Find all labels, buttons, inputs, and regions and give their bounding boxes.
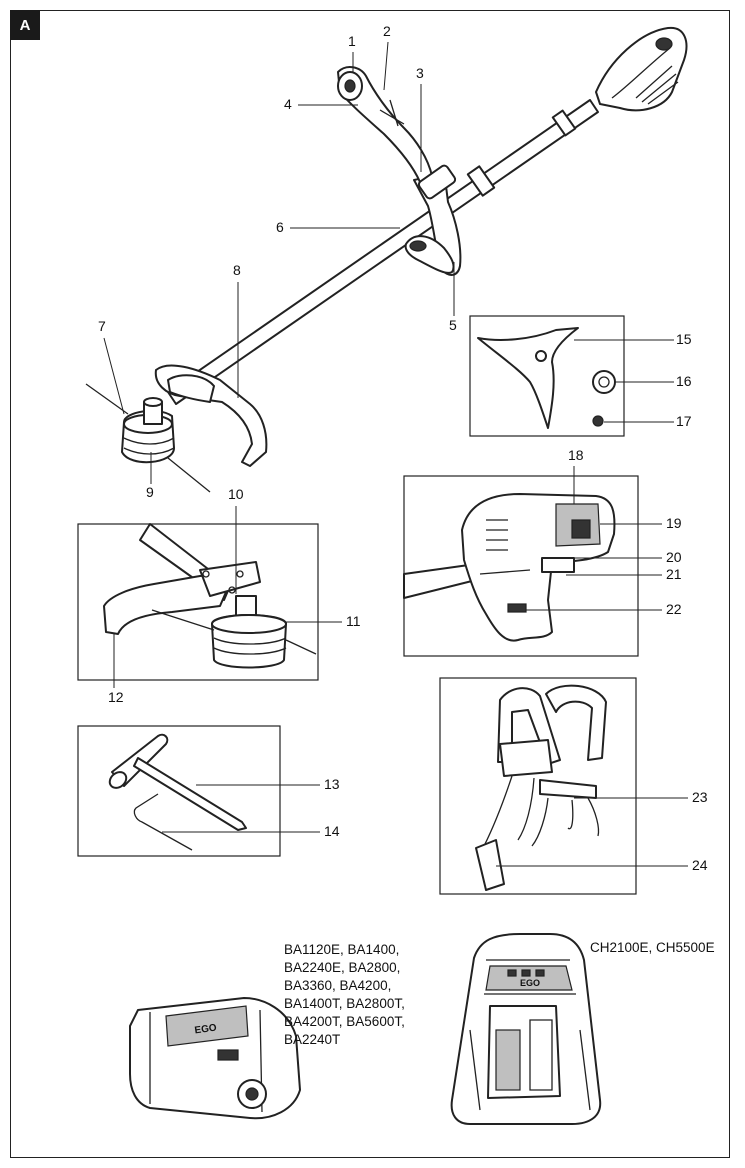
blade-accessories: 15 16 17 xyxy=(477,327,692,429)
guard-detail: 10 11 12 xyxy=(103,486,361,705)
callout-1: 1 xyxy=(348,33,356,49)
figure-frame xyxy=(10,10,730,1158)
battery-illustration: EGO xyxy=(129,997,301,1120)
shaft-ring xyxy=(551,109,577,137)
switch-block xyxy=(541,557,575,573)
battery-model-list: BA1120E, BA1400, BA2240E, BA2800, BA3360… xyxy=(284,942,405,1047)
blade-accessory-box xyxy=(469,315,625,437)
shoulder-harness: 23 24 xyxy=(475,684,708,891)
harness-hook-plate xyxy=(539,779,597,799)
detail-clamp xyxy=(199,561,261,597)
callout-6: 6 xyxy=(276,219,284,235)
callout-2: 2 xyxy=(383,23,391,39)
fuel-gauge xyxy=(217,1049,239,1061)
callout-13: 13 xyxy=(324,776,340,792)
power-head-detail: 18 19 20 21 22 xyxy=(403,447,682,642)
callout-18: 18 xyxy=(568,447,584,463)
handle-clamp xyxy=(417,164,457,200)
callout-24: 24 xyxy=(692,857,708,873)
power-head xyxy=(595,26,688,112)
callout-22: 22 xyxy=(666,601,682,617)
hex-key xyxy=(133,793,193,851)
callout-19: 19 xyxy=(666,515,682,531)
tools: 13 14 xyxy=(108,733,340,851)
callout-23: 23 xyxy=(692,789,708,805)
blade-nut xyxy=(592,370,616,394)
three-tooth-blade xyxy=(477,327,579,429)
charger-brand-mark: EGO xyxy=(520,978,540,988)
blade-washer xyxy=(592,415,604,427)
callout-21: 21 xyxy=(666,566,682,582)
charger-contacts xyxy=(495,1029,521,1091)
power-head-detail-box xyxy=(403,475,639,657)
svg-text:BA1400T, BA2800T,: BA1400T, BA2800T, xyxy=(284,996,405,1011)
callout-3: 3 xyxy=(416,65,424,81)
rear-handle xyxy=(337,66,433,183)
figure-tag: A xyxy=(10,10,40,40)
svg-text:BA2240T: BA2240T xyxy=(284,1032,340,1047)
socket-wrench-shaft xyxy=(133,757,247,831)
shaft-coupler xyxy=(466,165,496,197)
svg-text:BA2240E, BA2800,: BA2240E, BA2800, xyxy=(284,960,400,975)
battery-brand-mark: EGO xyxy=(194,1023,218,1037)
callout-9: 9 xyxy=(146,484,154,500)
harness-box xyxy=(439,677,637,895)
vent-slot xyxy=(507,603,527,613)
callout-5: 5 xyxy=(449,317,457,333)
charger-illustration: EGO xyxy=(450,933,602,1125)
callout-11: 11 xyxy=(346,613,361,629)
callout-16: 16 xyxy=(676,373,692,389)
harness-buckle xyxy=(499,739,553,777)
shaft xyxy=(167,99,599,405)
cutting-line xyxy=(85,383,129,415)
callout-20: 20 xyxy=(666,549,682,565)
release-button xyxy=(571,519,591,539)
callout-8: 8 xyxy=(233,262,241,278)
battery-top-panel xyxy=(165,1005,249,1047)
callout-4: 4 xyxy=(284,96,292,112)
callout-7: 7 xyxy=(98,318,106,334)
guard-detail-box xyxy=(77,523,319,681)
shaft-section xyxy=(403,563,477,599)
harness-hip-pad xyxy=(475,839,505,891)
tools-box xyxy=(77,725,281,857)
svg-text:BA4200T, BA5600T,: BA4200T, BA5600T, xyxy=(284,1014,405,1029)
callout-15: 15 xyxy=(676,331,692,347)
callout-17: 17 xyxy=(676,413,692,429)
charger-model-label: CH2100E, CH5500E xyxy=(590,940,715,955)
svg-text:BA1120E, BA1400,: BA1120E, BA1400, xyxy=(284,942,399,957)
string-trimmer-illustration xyxy=(85,26,688,493)
harness-strap-right xyxy=(545,684,607,761)
callout-14: 14 xyxy=(324,823,340,839)
callout-12: 12 xyxy=(108,689,124,705)
svg-text:BA3360, BA4200,: BA3360, BA4200, xyxy=(284,978,391,993)
main-callouts: 1 2 3 4 5 6 7 8 9 xyxy=(98,23,457,500)
callout-10: 10 xyxy=(228,486,244,502)
